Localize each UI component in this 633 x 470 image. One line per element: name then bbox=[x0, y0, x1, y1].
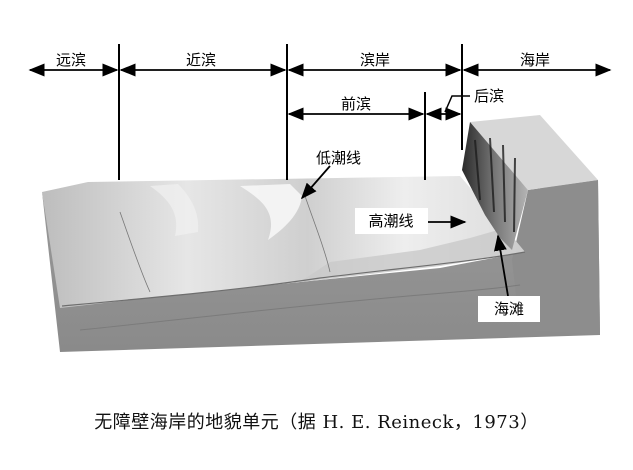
zone-arrows bbox=[28, 63, 612, 297]
label-nearshore: 近滨 bbox=[186, 51, 216, 69]
label-high-tide-line: 高潮线 bbox=[368, 212, 413, 230]
surf-band bbox=[240, 184, 302, 240]
front-face bbox=[42, 180, 600, 352]
label-shore: 滨岸 bbox=[360, 51, 390, 69]
label-backshore: 后滨 bbox=[474, 87, 504, 105]
label-coast: 海岸 bbox=[520, 51, 550, 69]
label-foreshore: 前滨 bbox=[341, 95, 371, 113]
label-low-tide-line: 低潮线 bbox=[316, 149, 361, 167]
figure-caption: 无障壁海岸的地貌单元（据 H. E. Reineck，1973） bbox=[94, 412, 539, 433]
cliff-face bbox=[462, 122, 528, 250]
label-beach: 海滩 bbox=[494, 300, 524, 318]
cliff-top bbox=[470, 115, 598, 190]
zone-dividers bbox=[118, 44, 463, 180]
label-offshore: 远滨 bbox=[56, 51, 86, 69]
